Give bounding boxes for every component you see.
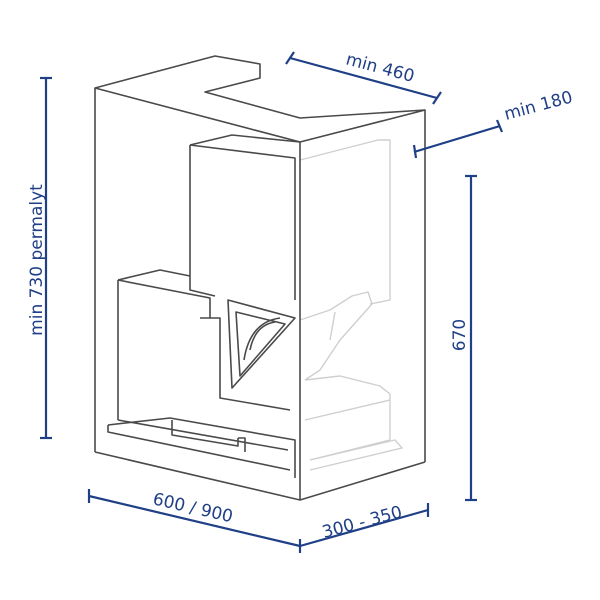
- dimension-labels: min 460 min 180 min 730 permalyt 670 600…: [27, 50, 575, 543]
- dim-depth-top: [285, 51, 442, 105]
- label-depth-top: min 460: [344, 50, 417, 87]
- insert-hidden-lines: [299, 139, 403, 471]
- dim-total-height: [40, 76, 52, 440]
- dimension-lines: [40, 51, 504, 553]
- dim-depth-bottom: [299, 503, 430, 548]
- label-total-height: min 730 permalyt: [27, 184, 47, 336]
- enclosure-outline: [94, 55, 426, 501]
- dim-insert-height: [465, 174, 477, 502]
- label-depth-bottom: 300 - 350: [320, 502, 404, 543]
- label-insert-height: 670: [450, 319, 470, 351]
- dim-side-clearance: [412, 119, 504, 159]
- insert-outline: [107, 134, 301, 478]
- label-side-clearance: min 180: [502, 87, 575, 124]
